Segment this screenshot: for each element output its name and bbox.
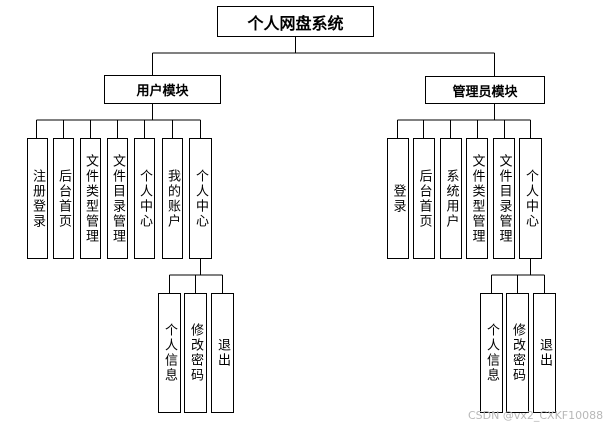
root-node: 个人网盘系统 [217,6,374,37]
admin-module-node: 管理员模块 [425,76,545,104]
admin-item-file-type-mgmt: 文件类型管理 [466,138,488,259]
admin-item-login: 登录 [387,138,409,259]
admin-item-dashboard: 后台首页 [413,138,435,259]
user-item-dashboard: 后台首页 [53,138,74,259]
admin-module-title: 管理员模块 [452,84,518,100]
user-center-connector [169,258,223,293]
user-sub-personal-info: 个人信息 [158,293,181,413]
user-sub-change-password: 修改密码 [184,293,207,413]
user-module-title: 用户模块 [136,84,189,99]
admin-sub-logout: 退出 [533,293,556,413]
admin-item-file-dir-mgmt: 文件目录管理 [493,138,515,259]
user-module-node: 用户模块 [104,75,221,104]
user-sub-logout: 退出 [211,293,234,413]
root-title: 个人网盘系统 [247,13,344,33]
user-item-personal-center-2: 个人中心 [189,138,212,259]
admin-sub-change-password: 修改密码 [506,293,529,413]
user-item-file-dir-mgmt: 文件目录管理 [107,138,128,259]
admin-module-connector [397,104,531,138]
user-module-connector [36,104,201,138]
admin-item-personal-center: 个人中心 [519,138,542,259]
admin-sub-personal-info: 个人信息 [480,293,503,413]
admin-center-connector [491,258,545,293]
admin-item-system-users: 系统用户 [440,138,462,259]
user-item-file-type-mgmt: 文件类型管理 [80,138,101,259]
user-item-register-login: 注册登录 [27,138,48,259]
root-connector [152,36,495,76]
user-item-my-account: 我的账户 [162,138,183,259]
user-item-personal-center: 个人中心 [134,138,155,259]
watermark: CSDN @vx2_CXKF10088 [468,409,603,422]
